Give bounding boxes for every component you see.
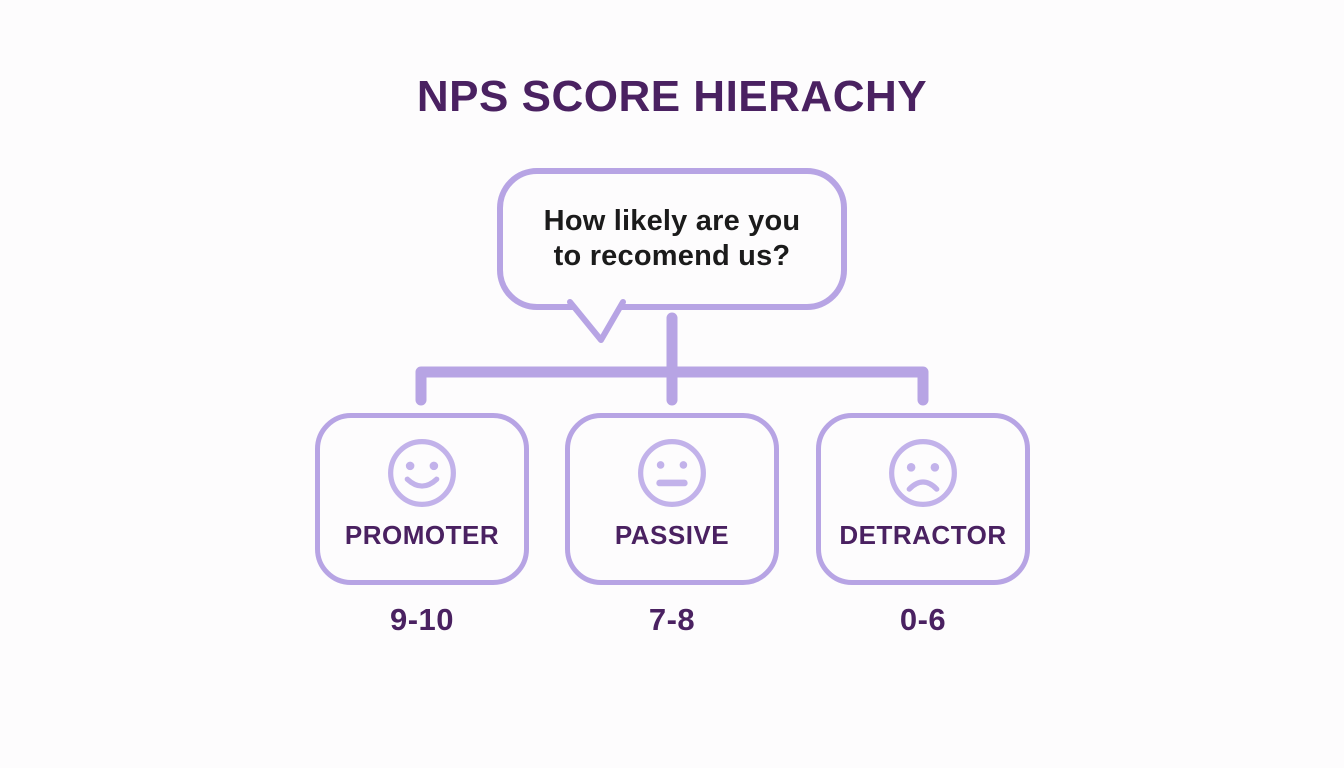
category-label-passive: PASSIVE (614, 520, 730, 550)
score-range-promoter: 9-10 (389, 602, 455, 637)
connector-bracket (415, 366, 929, 406)
category-label-detractor: DETRACTOR (839, 520, 1007, 550)
sad-face-icon (889, 439, 957, 507)
category-box-promoter: PROMOTER (315, 413, 529, 585)
category-box-passive: PASSIVE (565, 413, 779, 585)
score-range-passive: 7-8 (648, 602, 696, 637)
question-bubble: How likely are you to recomend us? (497, 168, 847, 310)
category-box-detractor: DETRACTOR (816, 413, 1030, 585)
question-text: How likely are you to recomend us? (544, 204, 801, 275)
neutral-face-icon (638, 439, 706, 507)
page-title: NPS SCORE HIERACHY (416, 72, 928, 121)
question-line-2: to recomend us? (553, 240, 791, 272)
question-line-1: How likely are you (543, 204, 801, 237)
category-label-promoter: PROMOTER (344, 520, 500, 550)
happy-face-icon (388, 439, 456, 507)
score-range-detractor: 0-6 (899, 602, 947, 637)
